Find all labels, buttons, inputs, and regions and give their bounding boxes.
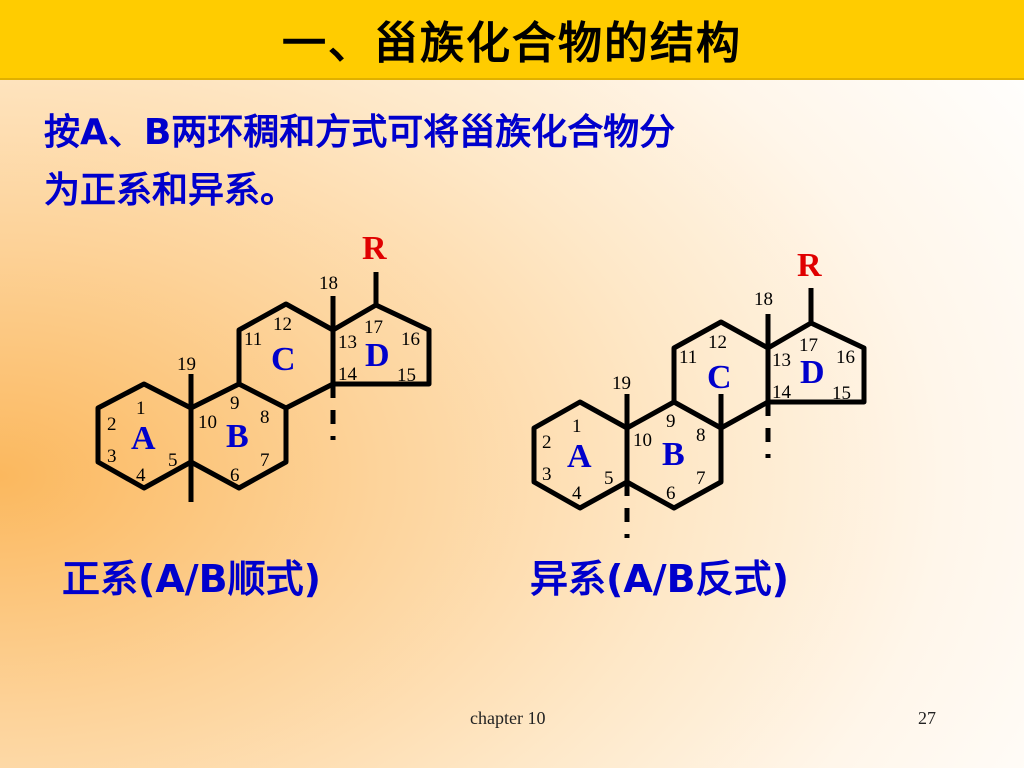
caption-normal-series: 正系(A/B顺式) — [62, 557, 321, 601]
position-14: 14 — [772, 382, 792, 403]
page-number: 27 — [918, 708, 936, 728]
position-2: 2 — [107, 414, 117, 435]
ring-a-label: A — [131, 420, 156, 457]
ring-d-bonds — [330, 302, 432, 387]
position-19: 19 — [177, 354, 196, 375]
intro-line-1: 按A、B两环稠和方式可将甾族化合物分 — [44, 112, 676, 153]
caption-allo-series: 异系(A/B反式) — [530, 557, 789, 601]
position-16: 16 — [836, 347, 855, 368]
position-15: 15 — [397, 365, 416, 386]
intro-line-2: 为正系和异系。 — [44, 170, 297, 211]
position-5: 5 — [168, 450, 178, 471]
position-1: 1 — [136, 398, 146, 419]
position-12: 12 — [273, 314, 292, 335]
position-3: 3 — [107, 446, 117, 467]
position-13: 13 — [338, 332, 357, 353]
position-12: 12 — [708, 332, 727, 353]
position-11: 11 — [679, 347, 697, 368]
position-17: 17 — [799, 335, 818, 356]
position-15: 15 — [832, 383, 851, 404]
ring-d-label: D — [365, 337, 390, 374]
position-17: 17 — [364, 317, 383, 338]
position-11: 11 — [244, 329, 262, 350]
position-7: 7 — [696, 468, 706, 489]
position-6: 6 — [666, 483, 676, 504]
ring-d-label: D — [800, 354, 825, 391]
position-9: 9 — [666, 411, 676, 432]
position-9: 9 — [230, 393, 240, 414]
position-10: 10 — [198, 412, 217, 433]
position-8: 8 — [260, 407, 270, 428]
position-13: 13 — [772, 350, 791, 371]
position-1: 1 — [572, 416, 582, 437]
ring-b-bonds — [624, 399, 724, 511]
ring-c-bonds — [671, 319, 771, 431]
ring-d-bonds — [765, 320, 867, 405]
substituent-r: R — [362, 230, 387, 267]
position-2: 2 — [542, 432, 552, 453]
intro-text: 按A、B两环稠和方式可将甾族化合物分 为正系和异系。 — [44, 104, 944, 220]
ring-c-label: C — [271, 341, 296, 378]
position-16: 16 — [401, 329, 420, 350]
position-19: 19 — [612, 373, 631, 394]
ring-b-bonds — [188, 381, 289, 491]
position-8: 8 — [696, 425, 706, 446]
position-18: 18 — [319, 273, 338, 294]
position-4: 4 — [136, 465, 146, 486]
position-4: 4 — [572, 483, 582, 504]
steroid-normal-series: R A B C D 1 2 3 4 5 6 7 8 9 10 11 12 13 … — [95, 230, 432, 502]
ring-b-label: B — [226, 418, 249, 455]
ring-b-label: B — [662, 436, 685, 473]
footer-chapter: chapter 10 — [470, 708, 546, 728]
position-3: 3 — [542, 464, 552, 485]
position-5: 5 — [604, 468, 614, 489]
ring-c-bonds — [236, 301, 336, 411]
substituent-r: R — [797, 247, 822, 284]
position-14: 14 — [338, 364, 358, 385]
slide-title: 一、甾族化合物的结构 — [282, 18, 742, 69]
position-6: 6 — [230, 465, 240, 486]
ring-c-label: C — [707, 359, 732, 396]
position-10: 10 — [633, 430, 652, 451]
position-7: 7 — [260, 450, 270, 471]
steroid-allo-series: R A B C D 1 2 3 4 5 6 7 8 9 10 11 12 13 … — [531, 247, 867, 538]
position-18: 18 — [754, 289, 773, 310]
title-bar: 一、甾族化合物的结构 — [0, 0, 1024, 80]
ring-a-label: A — [567, 438, 592, 475]
